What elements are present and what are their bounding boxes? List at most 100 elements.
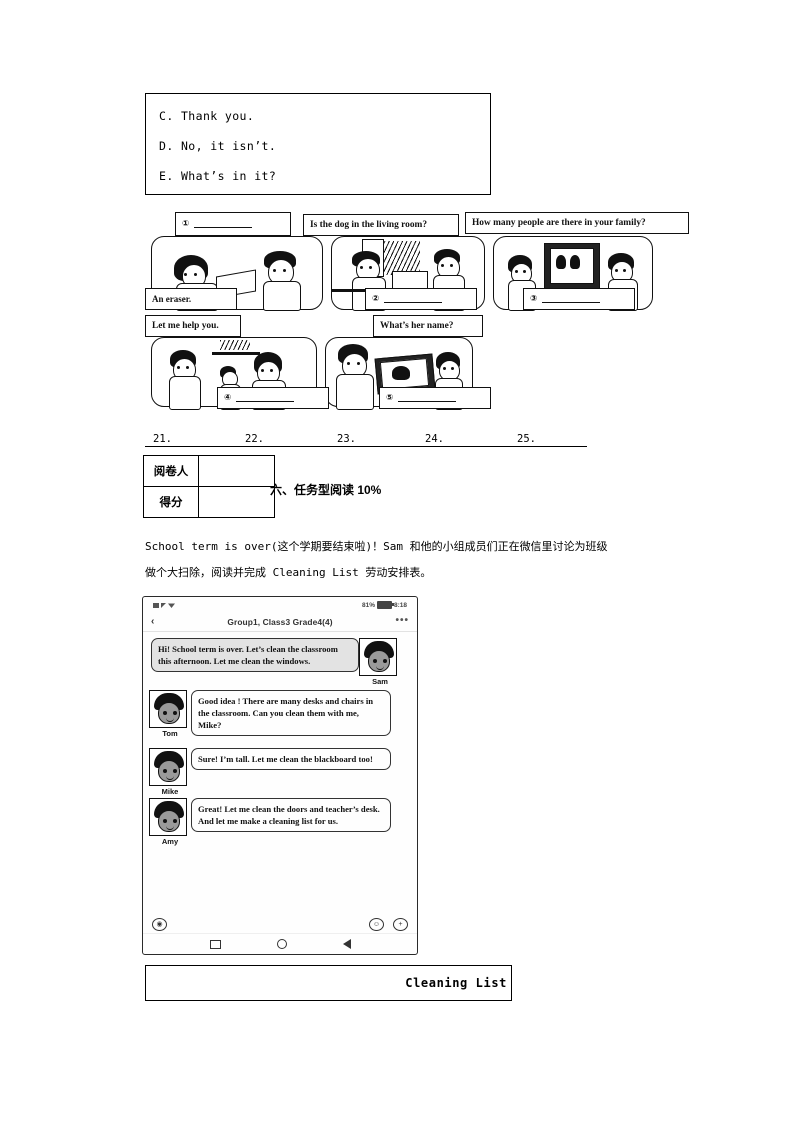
table-row: 得分 xyxy=(143,486,275,518)
phone-status-bar: 81% 8:18 xyxy=(143,597,417,613)
avatar-eye-icon xyxy=(163,711,167,715)
message-text-mike: Sure! I’m tall. Let me clean the blackbo… xyxy=(198,754,373,764)
blank-line-1 xyxy=(194,220,253,228)
blank-number-5: ⑤ xyxy=(386,393,394,403)
avatar-name-mike: Mike xyxy=(161,787,179,796)
battery-icon xyxy=(376,601,394,609)
score-label: 得分 xyxy=(143,486,199,518)
phone-screenshot: 81% 8:18 ‹ Group1, Class3 Grade4(4) ••• … xyxy=(142,596,418,955)
message-bubble-amy: Great! Let me clean the doors and teache… xyxy=(191,798,391,832)
avatar-mouth-icon xyxy=(376,665,384,670)
message-bubble-mike: Sure! I’m tall. Let me clean the blackbo… xyxy=(191,748,391,770)
status-right-icons: 81% 8:18 xyxy=(362,601,407,609)
input-bar-right-icons: ☺ + xyxy=(369,917,408,931)
answer-slot-25[interactable]: 25. xyxy=(517,433,536,445)
blank-line-3 xyxy=(542,295,601,303)
avatar-tom: Tom xyxy=(149,690,187,738)
avatar-mouth-icon xyxy=(166,717,174,722)
message-text-sam: Hi! School term is over. Let’s clean the… xyxy=(158,644,338,666)
answer-slot-22[interactable]: 22. xyxy=(245,433,264,445)
option-d: D. No, it isn’t. xyxy=(159,139,277,153)
avatar-face-icon xyxy=(158,702,180,724)
comic-bubble-2-top-text: Is the dog in the living room? xyxy=(310,220,428,230)
avatar-name-amy: Amy xyxy=(161,837,179,846)
grader-value[interactable] xyxy=(198,455,275,487)
chat-message-sam: Hi! School term is over. Let’s clean the… xyxy=(149,638,411,686)
avatar-amy: Amy xyxy=(149,798,187,846)
score-value[interactable] xyxy=(198,486,275,518)
avatar-name-sam: Sam xyxy=(372,677,388,686)
avatar-name-tom: Tom xyxy=(162,729,178,738)
avatar-eye-icon xyxy=(373,659,377,663)
comic-strip: ① An eraser. xyxy=(145,212,695,417)
intro-paragraph: School term is over(这个学期要结束啦)！Sam 和他的小组成… xyxy=(145,534,685,586)
battery-percent: 81% xyxy=(361,601,375,609)
answer-line-21-25: 21. 22. 23. 24. 25. xyxy=(145,428,587,447)
shelf-hatching xyxy=(220,340,250,350)
answer-slot-21[interactable]: 21. xyxy=(153,433,172,445)
comic-bubble-1-bottom-text: An eraser. xyxy=(152,294,192,304)
sim-icon xyxy=(153,602,159,608)
message-text-tom: Good idea ! There are many desks and cha… xyxy=(198,696,374,730)
chat-message-mike: Mike Sure! I’m tall. Let me clean the bl… xyxy=(149,748,411,796)
figure-woman-4 xyxy=(164,350,216,410)
wifi-icon xyxy=(168,603,175,608)
answer-slot-24[interactable]: 24. xyxy=(425,433,444,445)
comic-bubble-5-top: What’s her name? xyxy=(373,315,483,337)
avatar-mouth-icon xyxy=(166,825,174,830)
signal-icon xyxy=(161,602,166,608)
option-e: E. What’s in it? xyxy=(159,169,277,183)
clock-time: 8:18 xyxy=(393,601,407,609)
comic-bubble-4-bottom: ④ xyxy=(217,387,329,409)
avatar-eye-icon xyxy=(383,659,387,663)
comic-bubble-4-top: Let me help you. xyxy=(145,315,241,337)
voice-icon[interactable]: ◉ xyxy=(152,917,167,931)
section-heading: 六、任务型阅读 10% xyxy=(270,483,382,497)
chat-header: ‹ Group1, Class3 Grade4(4) ••• xyxy=(143,613,417,632)
table-row: 阅卷人 xyxy=(143,455,275,487)
message-text-amy: Great! Let me clean the doors and teache… xyxy=(198,804,380,826)
chat-message-tom: Tom Good idea ! There are many desks and… xyxy=(149,690,411,738)
avatar-mike: Mike xyxy=(149,748,187,796)
intro-line-1: School term is over(这个学期要结束啦)！Sam 和他的小组成… xyxy=(145,540,608,553)
blank-line-5 xyxy=(398,394,457,402)
home-icon[interactable] xyxy=(276,939,287,949)
figure-man-5 xyxy=(332,344,390,410)
comic-panel-5 xyxy=(325,337,473,410)
blank-number-4: ④ xyxy=(224,393,232,403)
avatar-eye-icon xyxy=(173,769,177,773)
avatar-mouth-icon xyxy=(166,775,174,780)
more-options-icon[interactable]: ••• xyxy=(395,615,409,626)
avatar-face-icon xyxy=(158,760,180,782)
chat-input-bar: ◉ ☺ + xyxy=(143,914,417,934)
avatar-eye-icon xyxy=(163,819,167,823)
emoji-icon[interactable]: ☺ xyxy=(369,917,384,931)
message-bubble-tom: Good idea ! There are many desks and cha… xyxy=(191,690,391,736)
comic-bubble-5-top-text: What’s her name? xyxy=(380,321,454,331)
back-nav-icon[interactable] xyxy=(342,939,351,949)
back-icon[interactable]: ‹ xyxy=(151,616,155,627)
comic-row-1: ① An eraser. xyxy=(145,212,695,312)
comic-bubble-3-top: How many people are there in your family… xyxy=(465,212,689,234)
chat-message-list: Hi! School term is over. Let’s clean the… xyxy=(143,632,417,914)
avatar-eye-icon xyxy=(163,769,167,773)
score-table: 阅卷人 得分 xyxy=(143,455,275,518)
phone-nav-bar xyxy=(143,933,417,954)
comic-bubble-4-top-text: Let me help you. xyxy=(152,321,219,331)
avatar-eye-icon xyxy=(173,711,177,715)
comic-bubble-1-top: ① xyxy=(175,212,291,236)
plus-icon[interactable]: + xyxy=(393,917,408,931)
answer-slot-23[interactable]: 23. xyxy=(337,433,356,445)
avatar-face-icon xyxy=(368,650,390,672)
blank-number-2: ② xyxy=(372,294,380,304)
cleaning-list-title: Cleaning List xyxy=(405,976,507,990)
chat-message-amy: Amy Great! Let me clean the doors and te… xyxy=(149,798,411,846)
comic-bubble-5-bottom: ⑤ xyxy=(379,387,491,409)
recents-icon[interactable] xyxy=(209,939,221,949)
comic-bubble-3-bottom: ③ xyxy=(523,288,635,310)
avatar-face-icon xyxy=(158,810,180,832)
comic-bubble-1-bottom: An eraser. xyxy=(145,288,237,310)
intro-line-2: 做个大扫除，阅读并完成 Cleaning List 劳动安排表。 xyxy=(145,566,432,579)
chat-title: Group1, Class3 Grade4(4) xyxy=(227,617,333,627)
blank-line-4 xyxy=(236,394,295,402)
